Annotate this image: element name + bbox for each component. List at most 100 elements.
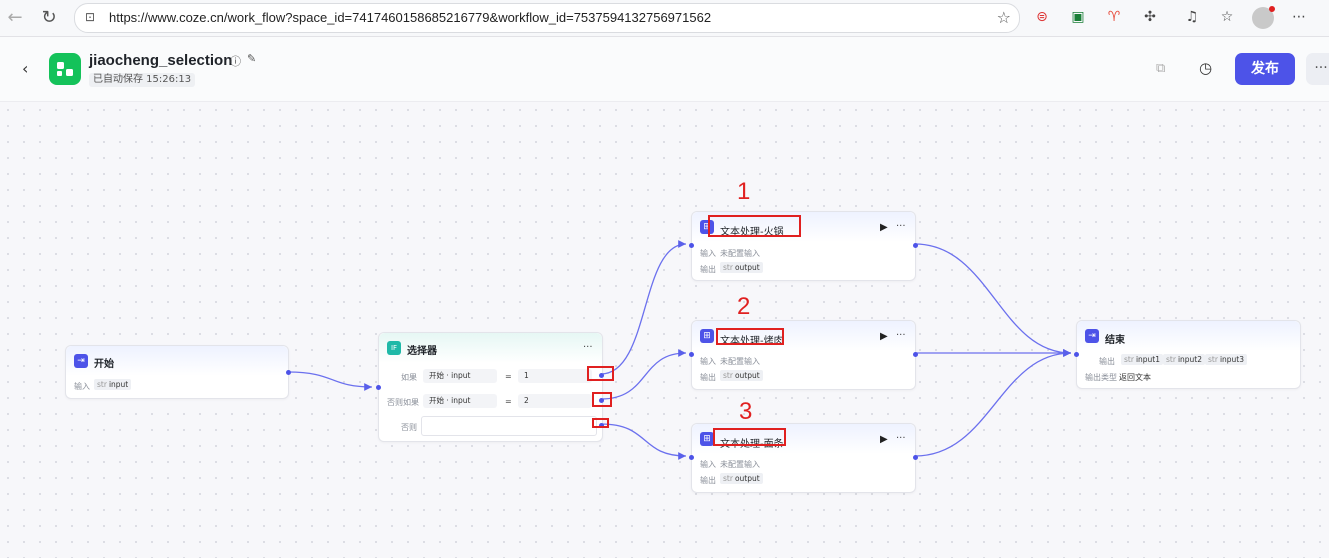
extension-icon[interactable]: ▣ bbox=[1071, 9, 1085, 25]
history-icon[interactable]: ◷ bbox=[1199, 59, 1213, 77]
input-port[interactable] bbox=[1074, 352, 1079, 357]
output-label: 输出 bbox=[700, 265, 716, 274]
input-label: 输入 bbox=[700, 357, 716, 366]
input-label: 输入 bbox=[700, 249, 716, 258]
output-label: 输出 bbox=[700, 373, 716, 382]
more-button[interactable]: ··· bbox=[1306, 53, 1329, 85]
workflow-name: jiaocheng_selection bbox=[89, 52, 233, 69]
back-icon[interactable]: ← bbox=[7, 7, 23, 28]
reload-icon[interactable]: ↻ bbox=[41, 7, 57, 28]
node-header bbox=[66, 346, 288, 376]
run-icon[interactable]: ▶ bbox=[880, 434, 888, 445]
edge-if-text1 bbox=[600, 240, 687, 375]
condition-right-value[interactable]: 1 bbox=[518, 369, 592, 383]
copy-icon[interactable]: ⧉ bbox=[1156, 61, 1166, 76]
output-port[interactable] bbox=[913, 243, 918, 248]
condition-operator[interactable]: = bbox=[505, 397, 512, 406]
input-port[interactable] bbox=[689, 243, 694, 248]
publish-button[interactable]: 发布 bbox=[1235, 53, 1295, 85]
annotation-number: 2 bbox=[737, 293, 751, 320]
annotation-box bbox=[587, 366, 614, 381]
media-icon[interactable]: ♫ bbox=[1185, 9, 1199, 25]
node-header bbox=[692, 321, 915, 351]
edges-layer bbox=[287, 240, 1072, 460]
output-port-elseif[interactable] bbox=[599, 398, 604, 403]
output-label: 输出 bbox=[700, 476, 716, 485]
browser-toolbar: ← ↻ ⊡ https://www.coze.cn/work_flow?spac… bbox=[0, 0, 1329, 37]
input-label: 输入 bbox=[74, 382, 90, 391]
node-more-icon[interactable]: ··· bbox=[896, 433, 906, 444]
node-title: 开始 bbox=[94, 359, 114, 370]
node-header bbox=[379, 333, 602, 363]
puzzle-icon[interactable]: ✣ bbox=[1144, 9, 1156, 25]
browser-menu-icon[interactable]: ⋯ bbox=[1292, 9, 1306, 25]
node-selector[interactable]: IF 选择器 ··· 如果 开始 · input = 1 否则如果 开始 · i… bbox=[376, 332, 604, 442]
input-value: 未配置输入 bbox=[720, 249, 760, 258]
extension-icon[interactable]: ♈ bbox=[1107, 9, 1121, 25]
node-title: 结束 bbox=[1105, 335, 1125, 346]
condition-left-operand[interactable]: 开始 · input bbox=[423, 394, 497, 408]
back-arrow-icon[interactable]: ‹ bbox=[22, 59, 29, 78]
annotation-box bbox=[708, 215, 801, 237]
app-header: ‹ jiaocheng_selection ⓘ ✎ 已自动保存 15:26:13… bbox=[0, 37, 1329, 102]
bookmark-star-icon[interactable]: ☆ bbox=[996, 8, 1011, 27]
annotation-number: 1 bbox=[737, 178, 751, 205]
output-port-else[interactable] bbox=[599, 423, 604, 428]
text-process-icon: ⊞ bbox=[700, 220, 714, 234]
run-icon[interactable]: ▶ bbox=[880, 222, 888, 233]
output-port[interactable] bbox=[913, 352, 918, 357]
input-port[interactable] bbox=[689, 352, 694, 357]
input-port[interactable] bbox=[376, 385, 381, 390]
input-port[interactable] bbox=[689, 455, 694, 460]
condition-else-label: 否则 bbox=[401, 423, 417, 432]
node-more-icon[interactable]: ··· bbox=[583, 342, 593, 353]
node-header bbox=[692, 212, 915, 242]
node-title: 选择器 bbox=[407, 346, 437, 357]
edit-icon[interactable]: ✎ bbox=[247, 52, 257, 65]
edge-text1-end bbox=[914, 243, 1072, 357]
save-status-badge: 已自动保存 15:26:13 bbox=[89, 73, 196, 87]
condition-right-value[interactable]: 2 bbox=[518, 394, 592, 408]
output-label: 输出 bbox=[1099, 357, 1115, 366]
annotation-number: 3 bbox=[739, 398, 753, 425]
node-title: 文本处理-火锅 bbox=[720, 227, 784, 238]
text-process-icon: ⊞ bbox=[700, 432, 714, 446]
output-port[interactable] bbox=[286, 370, 291, 375]
run-icon[interactable]: ▶ bbox=[880, 331, 888, 342]
info-icon[interactable]: ⓘ bbox=[230, 55, 241, 68]
output-type-label: 输出类型 bbox=[1085, 373, 1117, 382]
edge-text3-end bbox=[914, 349, 1072, 457]
output-port-if[interactable] bbox=[599, 373, 604, 378]
extension-icon[interactable]: ⊜ bbox=[1036, 9, 1048, 25]
condition-left-operand[interactable]: 开始 · input bbox=[423, 369, 497, 383]
end-icon: ⇥ bbox=[1085, 329, 1099, 343]
address-bar[interactable]: ⊡ https://www.coze.cn/work_flow?space_id… bbox=[74, 3, 1020, 33]
favorites-icon[interactable]: ☆ bbox=[1220, 9, 1234, 25]
text-process-icon: ⊞ bbox=[700, 329, 714, 343]
avatar[interactable] bbox=[1252, 7, 1274, 29]
output-port[interactable] bbox=[913, 455, 918, 460]
condition-operator[interactable]: = bbox=[505, 372, 512, 381]
node-title: 文本处理-烤肉 bbox=[720, 336, 784, 347]
input-label: 输入 bbox=[700, 460, 716, 469]
site-info-icon[interactable]: ⊡ bbox=[85, 10, 96, 24]
node-more-icon[interactable]: ··· bbox=[896, 330, 906, 341]
node-more-icon[interactable]: ··· bbox=[896, 221, 906, 232]
output-type-value: 返回文本 bbox=[1119, 373, 1151, 382]
edge-elseif-text2 bbox=[600, 349, 687, 400]
input-value: 未配置输入 bbox=[720, 357, 760, 366]
annotation-box bbox=[592, 418, 609, 428]
